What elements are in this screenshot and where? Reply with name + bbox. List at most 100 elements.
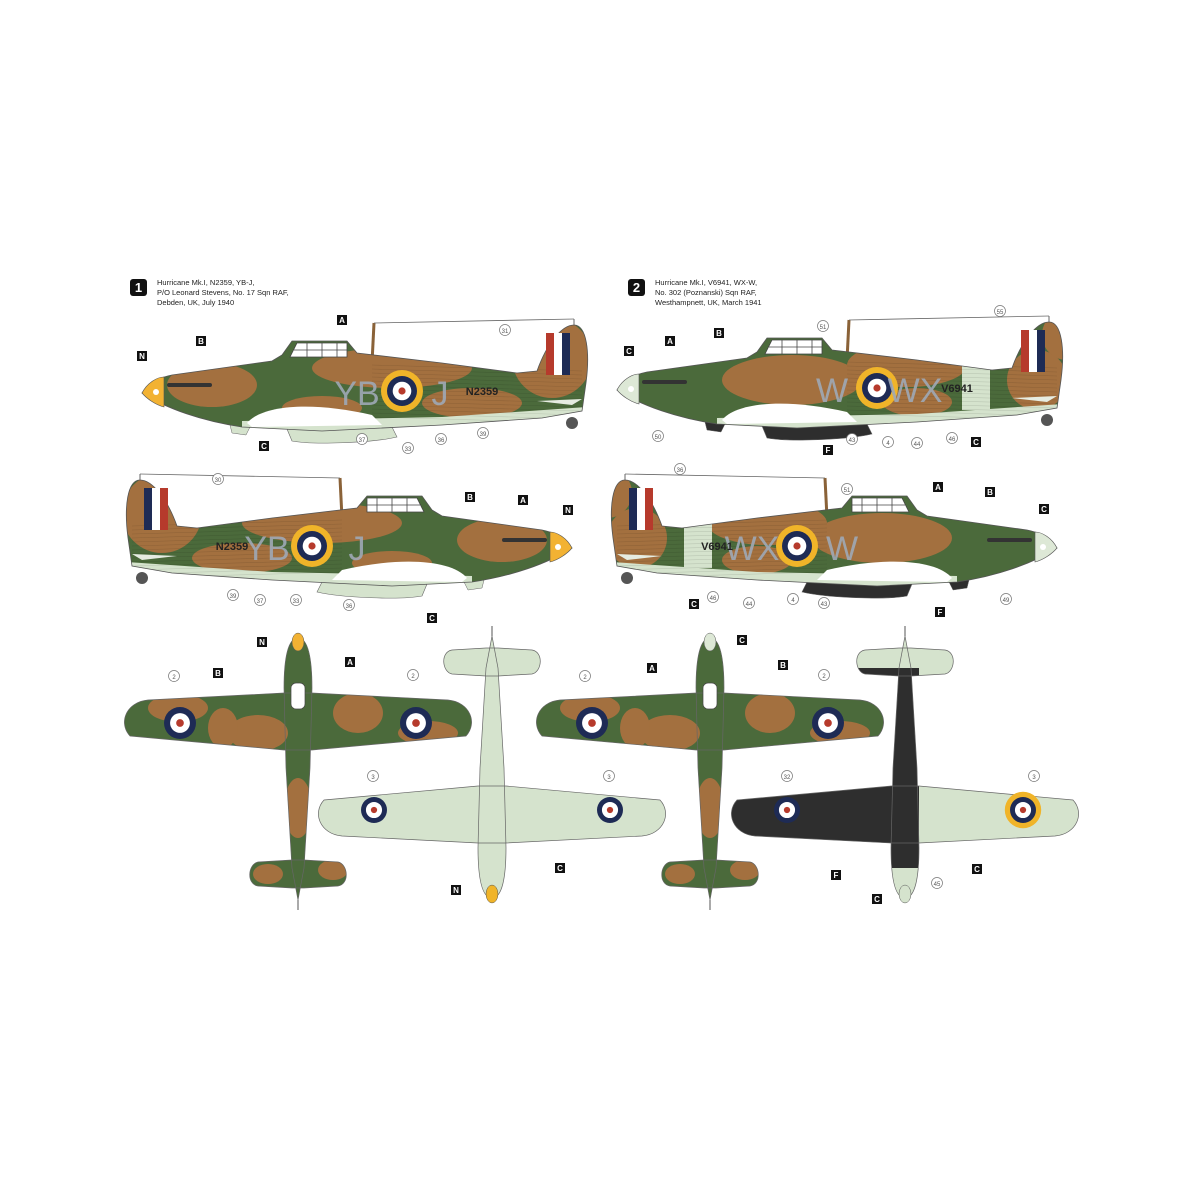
decal-callout: 33	[402, 442, 414, 454]
colour-callout: B	[213, 668, 223, 678]
callout-box	[137, 351, 147, 361]
fuselage-roundel	[381, 370, 423, 412]
colour-callout: N	[257, 637, 267, 647]
callout-label: 30	[215, 478, 222, 484]
spinner	[291, 632, 305, 652]
fuselage-outline	[611, 479, 1058, 587]
callout-label: 46	[710, 596, 717, 602]
fin-flash-blue	[144, 488, 152, 530]
callout-circle	[499, 324, 511, 336]
roundel-red-centre	[176, 719, 184, 727]
scheme-2-number-badge: 2	[628, 279, 645, 296]
decal-callout: 4	[882, 436, 894, 448]
colour-callout: C	[737, 635, 747, 645]
scheme-2-upper-surface	[536, 632, 884, 910]
callout-label: 4	[791, 598, 795, 604]
canopy	[702, 682, 718, 710]
roundel-red-centre	[370, 806, 378, 814]
callout-box	[714, 328, 724, 338]
decal-callout: 37	[356, 433, 368, 445]
decal-callout: 36	[674, 463, 686, 475]
colour-callout: A	[337, 315, 347, 325]
callout-box	[933, 482, 943, 492]
callout-box	[257, 637, 267, 647]
callout-box	[971, 437, 981, 447]
callout-label: C	[973, 438, 979, 447]
colour-callout: F	[823, 445, 833, 455]
callout-circle	[477, 427, 489, 439]
planform-paint	[124, 638, 472, 900]
decal-callout: 2	[579, 670, 591, 682]
decal-callout: 44	[911, 437, 923, 449]
callout-circle	[254, 594, 266, 606]
decal-callout: 2	[168, 670, 180, 682]
dark-earth-patch	[208, 708, 238, 748]
fin-flash-red	[160, 488, 168, 530]
decal-callout: 44	[743, 597, 755, 609]
squadron-code-letters: J	[349, 530, 366, 568]
roundel-red-centre	[308, 542, 316, 550]
callout-box	[563, 505, 573, 515]
colour-callout: F	[831, 870, 841, 880]
dark-earth-patch	[696, 778, 724, 838]
decal-callout: 3	[1028, 770, 1040, 782]
callout-label: 3	[607, 775, 611, 781]
decal-callout: 43	[846, 433, 858, 445]
callout-circle	[743, 597, 755, 609]
callout-label: B	[987, 488, 993, 497]
roundel-red-centre	[588, 719, 596, 727]
decal-callout: 55	[994, 305, 1006, 317]
callout-label: 43	[849, 438, 856, 444]
colour-callout: N	[451, 885, 461, 895]
callout-label: B	[215, 669, 221, 678]
colour-callout: C	[624, 346, 634, 356]
scheme-2-lower-surface	[731, 626, 1079, 904]
sky-underside	[717, 404, 1062, 428]
colour-callout: F	[935, 607, 945, 617]
callout-box	[778, 660, 788, 670]
callout-circle	[1028, 770, 1040, 782]
squadron-code-letters: WX	[725, 530, 780, 568]
callout-box	[451, 885, 461, 895]
scheme-1-upper-surface	[124, 632, 472, 910]
callout-label: 3	[1032, 775, 1036, 781]
dark-earth-patch	[812, 513, 952, 563]
callout-box	[1039, 504, 1049, 514]
callout-box	[259, 441, 269, 451]
sky-underside	[127, 562, 472, 586]
callout-label: C	[691, 600, 697, 609]
roundel-red-centre	[1019, 806, 1027, 814]
callout-label: 37	[257, 599, 264, 605]
callout-box	[465, 492, 475, 502]
callout-circle	[402, 442, 414, 454]
tail-wheel	[136, 572, 148, 584]
callout-box	[935, 607, 945, 617]
tailplane	[617, 554, 662, 560]
decal-callout: 37	[254, 594, 266, 606]
fin-flash-white	[152, 488, 160, 530]
serial-number: V6941	[941, 383, 973, 395]
decal-callout: 46	[707, 591, 719, 603]
callout-box	[872, 894, 882, 904]
aerial-wire	[373, 318, 575, 324]
callout-label: A	[649, 664, 655, 673]
callout-circle	[846, 433, 858, 445]
colour-callout: A	[933, 482, 943, 492]
wing-roundel	[812, 707, 844, 739]
roundel-red-centre	[398, 387, 406, 395]
callout-label: C	[874, 895, 880, 904]
dark-earth-patch	[665, 864, 695, 884]
fuselage-roundel	[776, 525, 818, 567]
fuselage-outline	[126, 479, 573, 587]
planform-outline	[443, 647, 541, 677]
tailplane	[132, 554, 177, 560]
callout-label: 55	[997, 310, 1004, 316]
callout-label: 33	[405, 447, 412, 453]
tail-wheel	[621, 572, 633, 584]
scheme-2-caption: 2 Hurricane Mk.I, V6941, WX-W, No. 302 (…	[628, 278, 762, 308]
callout-label: 37	[359, 438, 366, 444]
dark-earth-patch	[745, 693, 795, 733]
callout-label: 3	[371, 775, 375, 781]
callout-label: N	[139, 352, 145, 361]
callout-circle	[579, 670, 591, 682]
